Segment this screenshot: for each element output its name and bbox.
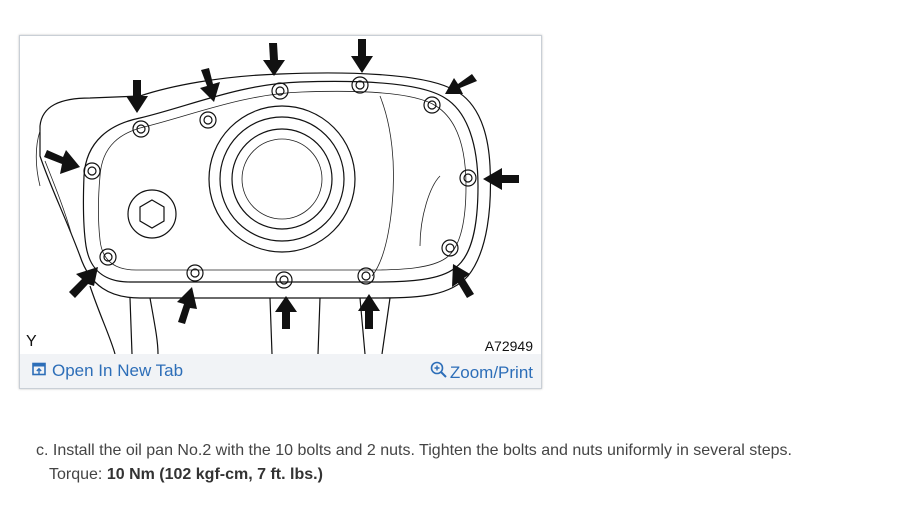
open-new-tab-icon	[32, 361, 46, 381]
zoom-in-icon	[430, 361, 448, 384]
arrow-upper-right	[445, 74, 477, 94]
arrow-lower-left	[69, 267, 98, 298]
zoom-print-label: Zoom/Print	[449, 362, 533, 382]
figure-toolbar: Open In New Tab Zoom/Print	[20, 354, 541, 388]
arrow-left	[44, 150, 80, 174]
instruction-step-text: c. Install the oil pan No.2 with the 10 …	[36, 442, 792, 459]
oil-pan-diagram	[35, 39, 519, 354]
arrow-down-2	[200, 68, 220, 102]
bolt-markers	[83, 76, 477, 289]
arrow-down-4	[351, 39, 373, 73]
figure-corner-mark: Y	[26, 333, 37, 350]
arrow-up-3	[358, 294, 380, 329]
arrow-right	[483, 168, 519, 190]
open-in-new-tab-label: Open In New Tab	[52, 361, 184, 380]
torque-spec: Torque: 10 Nm (102 kgf-cm, 7 ft. lbs.)	[49, 463, 323, 487]
torque-value: 10 Nm (102 kgf-cm, 7 ft. lbs.)	[106, 466, 323, 483]
arrow-up-1	[177, 287, 197, 324]
open-in-new-tab-link[interactable]: Open In New Tab	[32, 361, 183, 381]
zoom-print-link[interactable]: Zoom/Print	[430, 361, 533, 384]
figure-reference-code: A72949	[484, 338, 533, 354]
arrow-down-1	[126, 80, 148, 113]
torque-label: Torque:	[49, 466, 103, 483]
bolt-arrows	[44, 39, 519, 329]
arrow-up-2	[275, 296, 297, 329]
figure-container: Y A72949 Open In New Tab Zoom/Print	[19, 35, 542, 389]
arrow-lower-right	[452, 264, 474, 298]
arrow-down-3	[263, 43, 285, 76]
